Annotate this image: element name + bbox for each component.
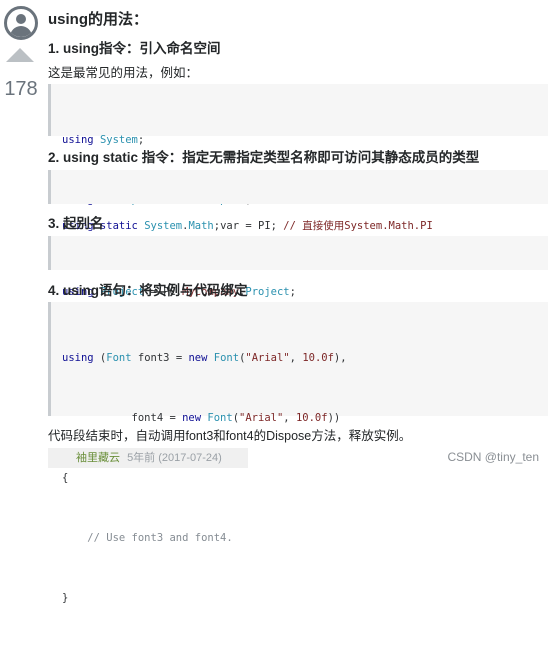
section-4-closing-text: 代码段结束时，自动调用font3和font4的Dispose方法，释放实例。 (48, 429, 412, 443)
section-3-heading: 3. 起别名 (48, 216, 104, 231)
avatar-body-shape (10, 26, 32, 37)
code-block-2: using static System.Math;var = PI; // 直接… (48, 170, 548, 232)
code-block-4: using (Font font3 = new Font("Arial", 10… (48, 302, 548, 604)
section-4-heading: 4. using语句：将实例与代码绑定 (48, 283, 248, 298)
upvote-arrow-icon[interactable] (6, 48, 34, 62)
post-title: using的用法： (48, 11, 148, 28)
code-line: font4 = new Font("Arial", 10.0f)) (62, 412, 341, 424)
code-block-1: using System; using Namespace1.SubNameSp… (48, 84, 548, 206)
code-line: { (62, 472, 69, 484)
section-1-heading: 1. using指令：引入命名空间 (48, 41, 221, 56)
vote-score: 178 (4, 78, 38, 100)
section-2-heading: 2. using static 指令：指定无需指定类型名称即可访问其静态成员的类… (48, 150, 480, 165)
avatar[interactable] (4, 6, 38, 40)
code-line: } (62, 592, 69, 604)
code-line: using System; (62, 134, 145, 146)
watermark: CSDN @tiny_ten (447, 450, 539, 464)
section-1-text: 这是最常见的用法，例如： (48, 66, 199, 80)
code-line: // Use font3 and font4. (62, 532, 233, 544)
post-date: 5年前 (2017-07-24) (127, 452, 222, 464)
code-line: using (Font font3 = new Font("Arial", 10… (62, 352, 347, 364)
avatar-head-shape (16, 14, 26, 24)
author-link[interactable]: 袖里藏云 (76, 452, 120, 464)
post-author-info: 袖里藏云 5年前 (2017-07-24) (48, 448, 248, 468)
code-line: using static System.Math;var = PI; // 直接… (62, 220, 433, 232)
code-line: using Project = PC.MyCompany.Project; (62, 286, 296, 298)
code-block-3: using Project = PC.MyCompany.Project; (48, 236, 548, 298)
